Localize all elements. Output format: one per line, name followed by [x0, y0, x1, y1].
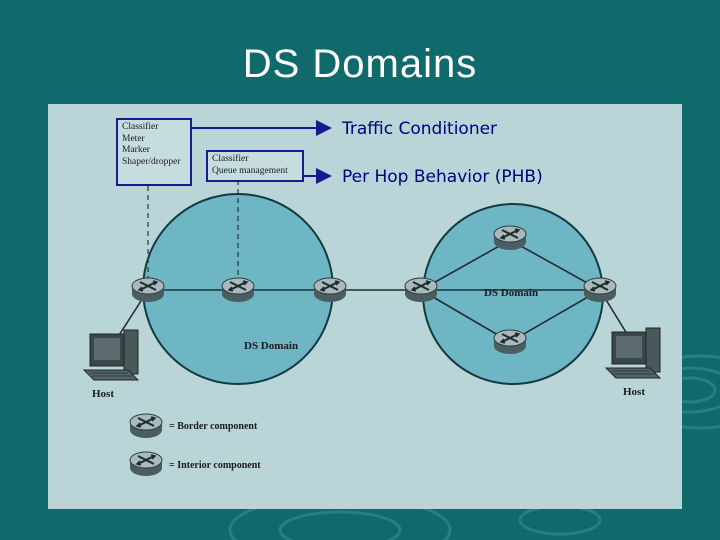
dashed-leaders	[147, 180, 239, 280]
legend-border-icon	[129, 413, 163, 439]
network-diagram: DS Domain DS Domain Host Host = Border c…	[83, 120, 661, 477]
interior-router-left	[221, 277, 255, 303]
border-router-right-2	[583, 277, 617, 303]
border-router-left-2	[313, 277, 347, 303]
host-left-label: Host	[92, 388, 114, 400]
ds-domain-right-label: DS Domain	[484, 287, 538, 299]
slide-title: DS Domains	[242, 42, 478, 86]
phb-label: Per Hop Behavior (PHB)	[342, 167, 543, 187]
phb-item: Classifier	[212, 154, 249, 164]
conditioner-item: Meter	[122, 133, 145, 144]
callout-arrows	[191, 120, 332, 184]
conditioner-item: Marker	[122, 145, 150, 155]
legend-interior-icon	[129, 451, 163, 477]
border-router-left-1	[131, 277, 165, 303]
phb-box: Classifier Queue management	[206, 150, 304, 182]
conditioner-item: Shaper/dropper	[122, 156, 181, 167]
host-left-icon	[83, 329, 139, 381]
host-right-label: Host	[623, 386, 645, 398]
border-router-right-1	[404, 277, 438, 303]
legend-border-label: = Border component	[169, 421, 258, 432]
phb-item: Queue management	[212, 165, 288, 176]
host-right-icon	[605, 327, 661, 379]
legend-interior-label: = Interior component	[169, 460, 261, 471]
conditioner-item: Classifier	[122, 122, 159, 132]
ds-domain-left-label: DS Domain	[244, 340, 298, 352]
traffic-conditioner-label: Traffic Conditioner	[342, 119, 498, 139]
traffic-conditioner-box: Classifier Meter Marker Shaper/dropper	[116, 118, 192, 186]
diagram-panel: DS Domain DS Domain Host Host = Border c…	[48, 104, 682, 509]
interior-router-right-bottom	[493, 329, 527, 355]
interior-router-right-top	[493, 225, 527, 251]
